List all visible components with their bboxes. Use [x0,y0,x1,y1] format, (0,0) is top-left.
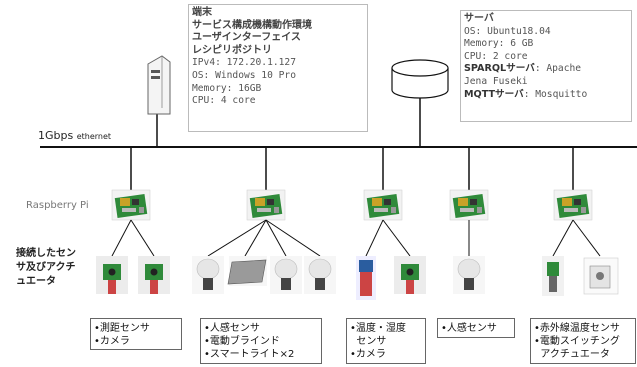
sparql-server-detail: Jena Fuseki [464,75,528,87]
sensor-item: センサ [350,336,387,347]
rpi-drop-lines [130,147,574,190]
terminal-spec: Memory: 16GB [192,82,262,94]
sparql-server: SPARQLサーバ: Apache [464,63,582,75]
server-spec: CPU: 2 core [464,50,528,62]
terminal-spec: OS: Windows 10 Pro [192,69,296,81]
terminal-info-box: 端末 サービス構成機構動作環境 ユーザインターフェイス レシピリポジトリ IPv… [188,4,368,132]
sensor-item: •温度・湿度 [350,323,406,334]
sensor-item: •カメラ [350,349,386,360]
raspberry-pi-board-icon [246,189,286,221]
camera-module-icon [96,256,128,294]
server-spec: Memory: 6 GB [464,38,534,50]
sensor-item: •人感センサ [441,323,497,334]
raspberry-pi-board-icon [553,189,593,221]
sensor-group-5: •赤外線温度センサ •電動スイッチング アクチュエータ [530,318,636,364]
sensor-device-icon [356,256,376,300]
server-title: サーバ [464,13,494,24]
sensor-item: •電動スイッチング [534,336,620,347]
device-connection-lines [111,219,601,257]
blind-panel-icon [227,256,267,286]
raspberry-pi-board-icon [449,189,489,221]
smart-bulb-icon [452,255,486,295]
sensor-device-icon [542,256,564,296]
sensor-item: アクチュエータ [534,349,610,360]
terminal-spec: CPU: 4 core [192,95,256,107]
smart-bulb-icon [269,255,303,295]
sensor-item: •カメラ [94,336,130,347]
sensor-group-4: •人感センサ [437,318,515,338]
desktop-pc-icon [147,55,171,147]
sensor-group-3: •温度・湿度 センサ •カメラ [346,318,426,364]
network-label: 1Gbps ethernet [38,129,111,142]
sensor-item: •電動ブラインド [204,336,280,347]
terminal-spec: IPv4: 172.20.1.127 [192,57,296,69]
connected-devices-label: 接続したセン サ及びアクチ ュエータ [16,248,76,287]
raspberry-pi-board-icon [111,189,151,221]
server-info-box: サーバ OS: Ubuntu18.04 Memory: 6 GB CPU: 2 … [460,10,632,122]
sensor-group-1: •測距センサ •カメラ [90,318,182,350]
camera-module-icon [394,256,426,294]
smart-bulb-icon [303,255,337,295]
terminal-role: サービス構成機構動作環境 [192,19,312,31]
sensor-item: •赤外線温度センサ [534,323,620,334]
database-cylinder-icon [391,59,449,147]
raspberry-pi-label: Raspberry Pi [26,200,89,211]
switch-actuator-icon [583,257,619,295]
network-speed: 1Gbps [38,129,74,142]
terminal-title: 端末 [192,7,212,18]
terminal-role: ユーザインターフェイス [192,32,301,44]
sensor-item: •測距センサ [94,323,150,334]
raspberry-pi-board-icon [363,189,403,221]
server-spec: OS: Ubuntu18.04 [464,25,551,37]
network-type: ethernet [76,132,112,141]
sensor-item: •人感センサ [204,323,260,334]
sensor-device-icon [138,256,170,294]
smart-bulb-icon [191,255,225,295]
sensor-group-2: •人感センサ •電動ブラインド •スマートライト×2 [200,318,322,364]
terminal-role: レシピリポジトリ [192,44,272,56]
sensor-item: •スマートライト×2 [204,349,295,360]
mqtt-server: MQTTサーバ: Mosquitto [464,88,588,100]
